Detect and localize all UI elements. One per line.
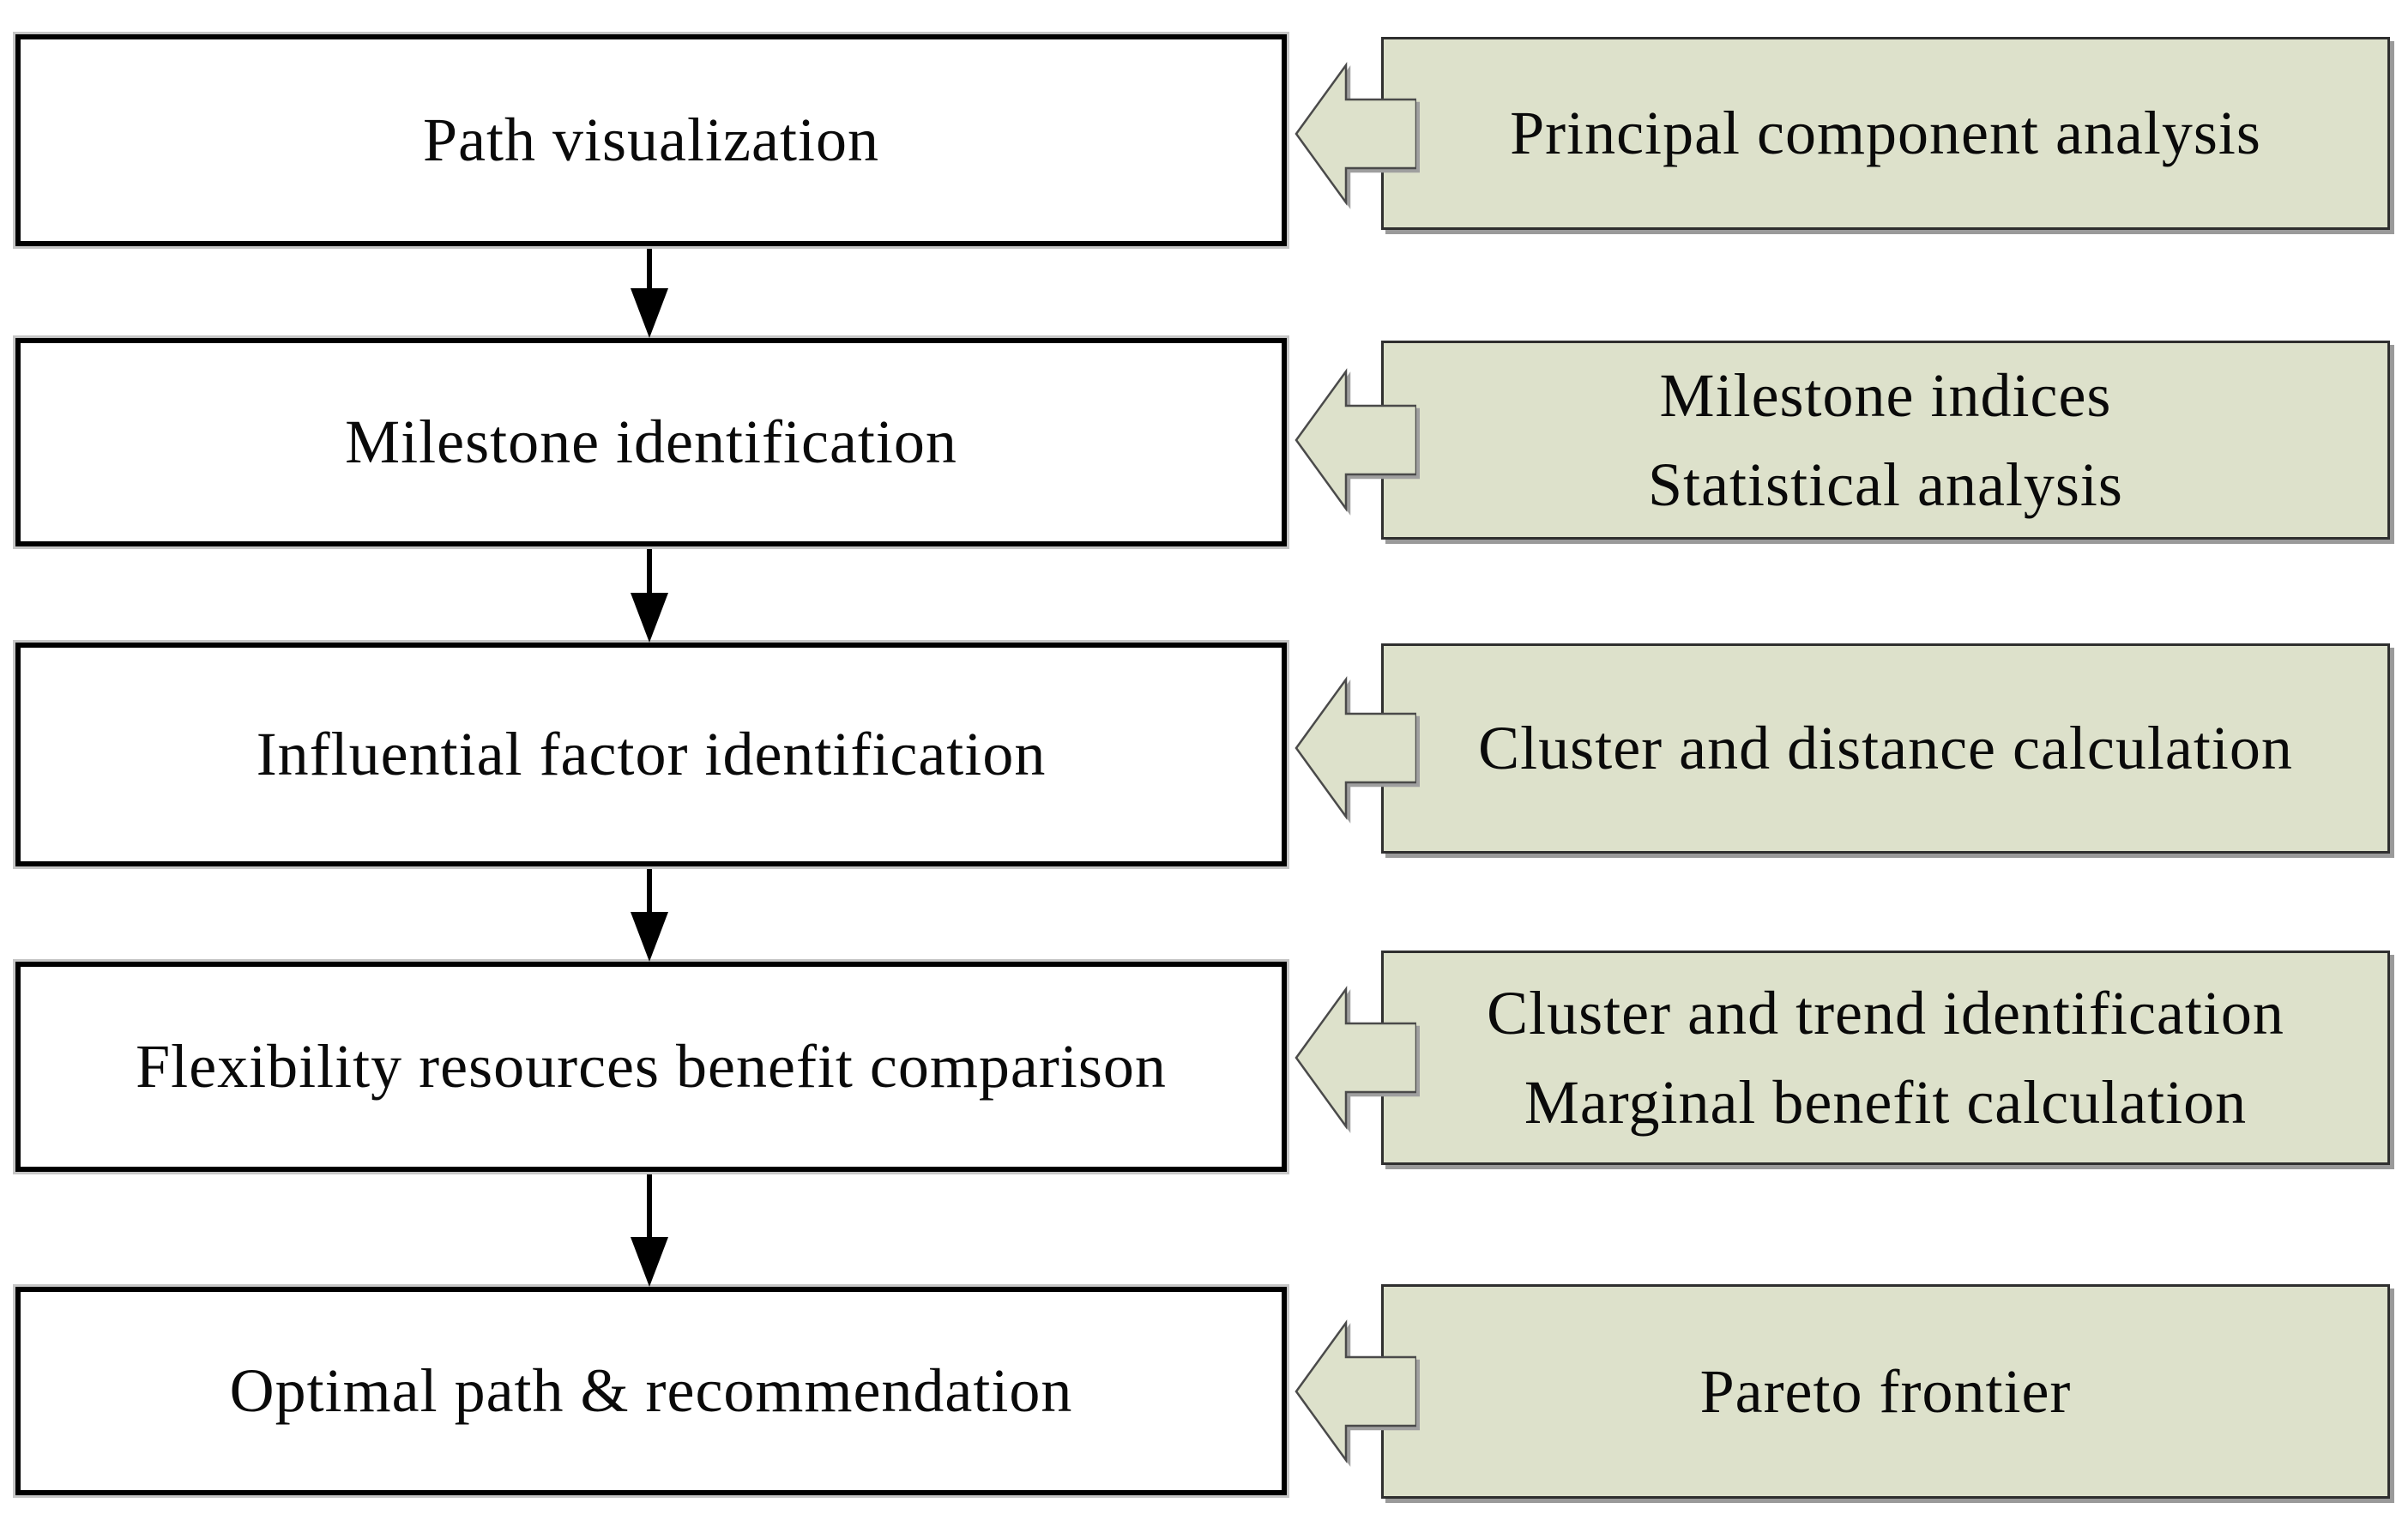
method-callout-cluster-trend-marginal-benefit: Cluster and trend identification Margina… — [1381, 951, 2390, 1165]
method-line: Marginal benefit calculation — [1524, 1068, 2248, 1137]
connector-line — [647, 1174, 652, 1237]
connector-line — [647, 869, 652, 912]
step-box-influential-factor-identification: Influential factor identification — [13, 640, 1289, 869]
method-callout-pareto-frontier: Pareto frontier — [1381, 1284, 2390, 1499]
method-line: Cluster and trend identification — [1487, 978, 2284, 1047]
step-box-milestone-identification: Milestone identification — [13, 335, 1289, 549]
left-arrow-icon — [1295, 986, 1416, 1130]
step-box-flexibility-resources-benefit-comparison: Flexibility resources benefit comparison — [13, 959, 1289, 1174]
step-box-path-visualization: Path visualization — [13, 32, 1289, 249]
down-arrow-connector — [631, 1174, 668, 1287]
down-arrowhead-icon — [631, 593, 668, 643]
down-arrowhead-icon — [631, 912, 668, 962]
down-arrowhead-icon — [631, 1237, 668, 1287]
method-line: Pareto frontier — [1699, 1356, 2072, 1426]
method-line: Milestone indices — [1659, 360, 2112, 430]
step-label: Flexibility resources benefit comparison — [136, 1032, 1167, 1101]
step-label: Influential factor identification — [256, 720, 1047, 789]
left-arrow-icon — [1295, 62, 1416, 206]
step-label: Path visualization — [423, 106, 879, 175]
method-line: Statistical analysis — [1648, 450, 2123, 519]
method-line: Cluster and distance calculation — [1478, 714, 2293, 783]
step-label: Optimal path & recommendation — [229, 1356, 1073, 1426]
connector-line — [647, 249, 652, 288]
step-label: Milestone identification — [345, 407, 957, 477]
down-arrowhead-icon — [631, 288, 668, 338]
left-arrow-icon — [1295, 676, 1416, 820]
down-arrow-connector — [631, 249, 668, 338]
method-callout-principal-component-analysis: Principal component analysis — [1381, 37, 2390, 230]
method-line: Principal component analysis — [1510, 99, 2261, 168]
step-box-optimal-path-recommendation: Optimal path & recommendation — [13, 1284, 1289, 1498]
down-arrow-connector — [631, 869, 668, 962]
method-callout-cluster-distance-calculation: Cluster and distance calculation — [1381, 643, 2390, 854]
left-arrow-icon — [1295, 368, 1416, 512]
down-arrow-connector — [631, 549, 668, 643]
connector-line — [647, 549, 652, 593]
method-callout-milestone-indices: Milestone indices Statistical analysis — [1381, 341, 2390, 540]
left-arrow-icon — [1295, 1319, 1416, 1464]
